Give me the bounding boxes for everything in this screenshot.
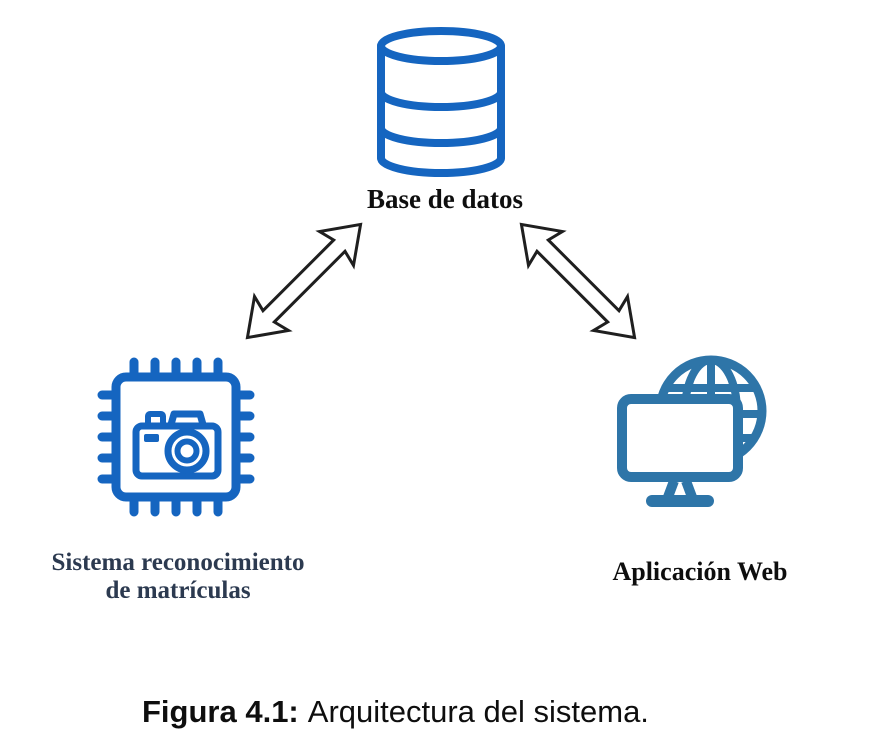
database-icon <box>377 27 505 177</box>
arrow-database-recognition <box>245 222 363 340</box>
figure-caption: Figura 4.1:Arquitectura del sistema. <box>142 694 649 730</box>
recognition-label-line2: de matrículas <box>105 577 251 604</box>
chip-camera-icon <box>97 357 255 517</box>
recognition-label-line1: Sistema reconocimiento <box>51 549 305 576</box>
figure-caption-number: Figura 4.1: <box>142 694 299 729</box>
recognition-label: Sistema reconocimiento de matrículas <box>28 549 328 605</box>
database-label: Base de datos <box>366 184 523 214</box>
figure-caption-text: Arquitectura del sistema. <box>307 694 649 729</box>
webapp-label: Aplicación Web <box>612 557 788 586</box>
arrow-database-webapp <box>519 222 637 340</box>
globe-monitor-icon <box>617 355 767 507</box>
